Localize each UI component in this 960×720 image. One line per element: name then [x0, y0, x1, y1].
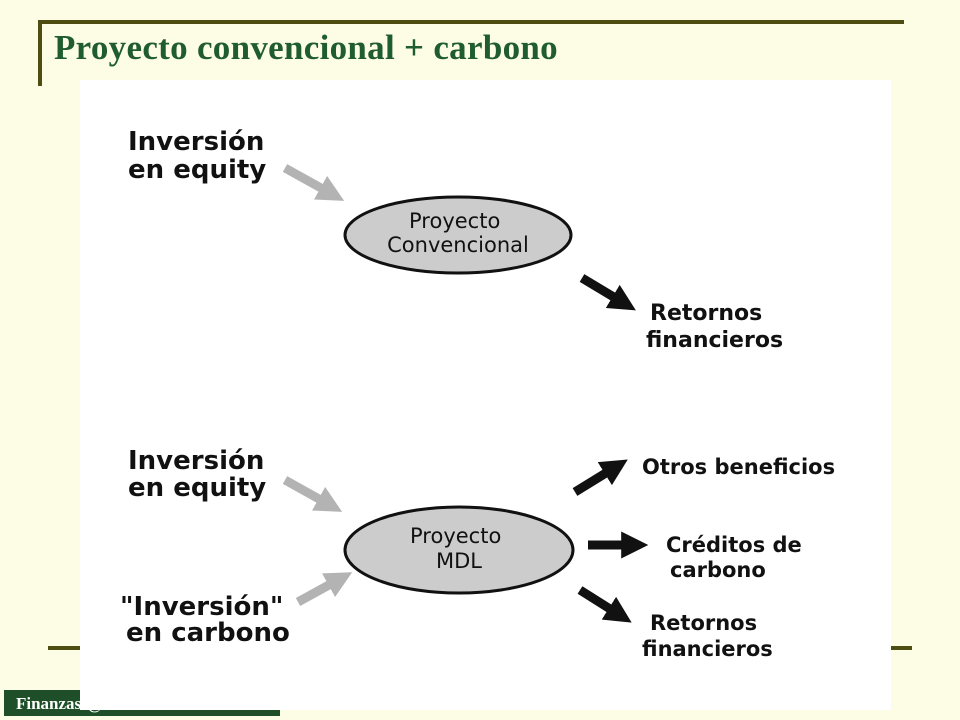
top-output-line1: Retornos — [650, 301, 762, 326]
bottom-carbon-line2: en carbono — [126, 618, 290, 648]
top-output-arrow — [579, 274, 636, 311]
bottom-other-arrow — [572, 459, 628, 496]
bottom-returns-line1: Retornos — [650, 611, 757, 635]
top-input-line2: en equity — [128, 155, 266, 185]
bottom-equity-arrow — [282, 476, 343, 512]
bottom-equity-line2: en equity — [128, 473, 266, 503]
top-output-line2: financieros — [646, 328, 783, 353]
bottom-returns-line2: financieros — [642, 637, 773, 661]
top-project-line2: Convencional — [387, 233, 529, 257]
bottom-equity-line1: Inversión — [128, 446, 264, 476]
bottom-returns-label: Retornos financieros — [642, 611, 773, 661]
bottom-carbon-line1: "Inversión" — [120, 592, 283, 622]
top-input-arrow — [282, 164, 345, 201]
bottom-credits-label: Créditos de carbono — [666, 533, 809, 582]
top-project-label: Proyecto Convencional — [387, 209, 529, 257]
bottom-carbon-arrow — [295, 572, 353, 606]
flow-diagram: Inversión en equity Proyecto Convenciona… — [120, 127, 835, 661]
bottom-project-label: Proyecto MDL — [410, 524, 508, 573]
top-project-line1: Proyecto — [409, 209, 500, 233]
bottom-other-line1: Otros beneficios — [642, 455, 835, 479]
bottom-returns-arrow — [577, 586, 632, 623]
frame-top-rule — [38, 20, 904, 24]
top-project-node — [343, 195, 573, 275]
bottom-equity-label: Inversión en equity — [128, 446, 273, 503]
top-output-label: Retornos financieros — [646, 301, 783, 353]
bottom-project-node — [343, 505, 575, 595]
diagram-card: Inversión en equity Proyecto Convenciona… — [80, 80, 891, 710]
bottom-credits-line1: Créditos de — [666, 533, 802, 557]
bottom-other-label: Otros beneficios — [642, 455, 835, 479]
footer-logo-left: Finanzas — [16, 694, 82, 713]
top-input-label: Inversión en equity — [128, 127, 273, 185]
bottom-carbon-label: "Inversión" en carbono — [120, 592, 293, 648]
bottom-credits-line2: carbono — [670, 558, 766, 582]
bottom-project-line1: Proyecto — [410, 524, 501, 548]
bottom-project-line2: MDL — [436, 549, 482, 573]
top-input-line1: Inversión — [128, 127, 264, 157]
slide-title: Proyecto convencional + carbono — [54, 28, 558, 67]
frame-left-rule — [38, 20, 42, 86]
